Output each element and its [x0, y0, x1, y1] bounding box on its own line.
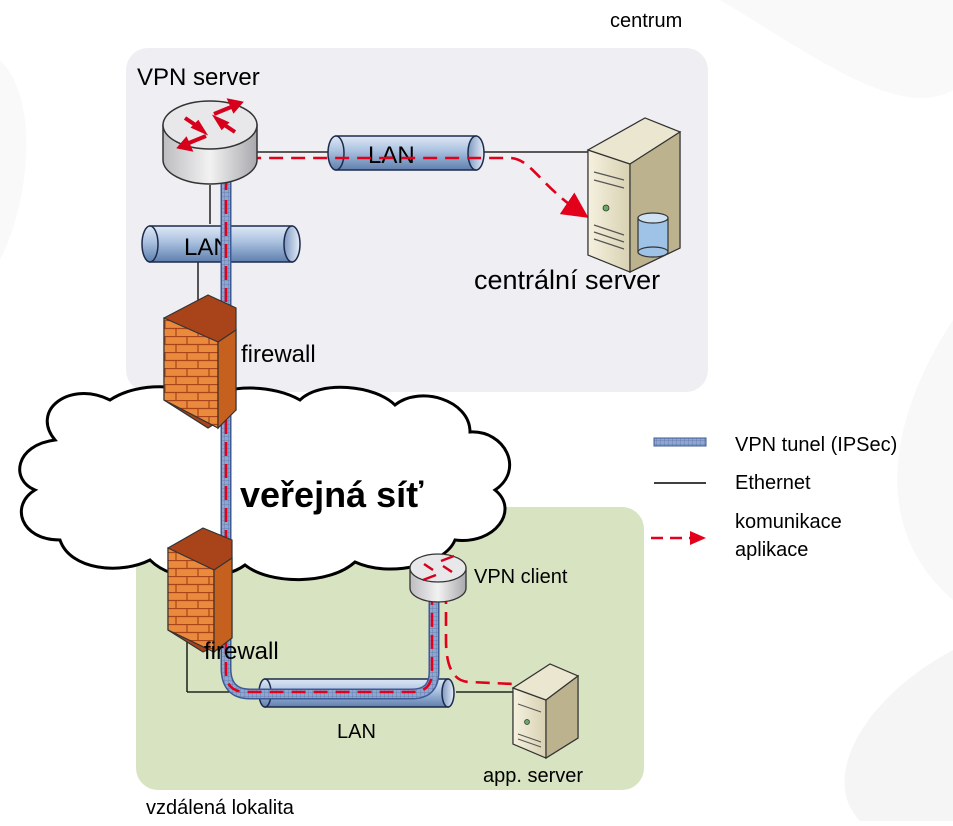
legend: VPN tunel (IPSec) Ethernet komunikace ap… [651, 434, 897, 561]
firewall-bottom-label: firewall [204, 638, 279, 665]
database-icon [637, 212, 669, 258]
remote-zone-label: vzdálená lokalita [146, 797, 295, 819]
legend-app-comm-swatch [651, 531, 706, 545]
legend-app-comm-label-2: aplikace [735, 539, 808, 561]
firewall-top-label: firewall [241, 341, 316, 368]
legend-vpn-tunnel-label: VPN tunel (IPSec) [735, 434, 897, 456]
vpn-server-router [162, 98, 258, 185]
firewall-top-icon [163, 294, 237, 430]
app-server-label: app. server [483, 765, 583, 787]
central-server-icon [586, 117, 682, 273]
firewall-bottom-icon [167, 527, 233, 654]
public-network-label: veřejná síť [240, 474, 424, 515]
legend-app-comm-label-1: komunikace [735, 511, 842, 533]
legend-ethernet-label: Ethernet [735, 472, 811, 494]
vpn-client-label: VPN client [474, 566, 568, 588]
central-server-label: centrální server [474, 265, 660, 295]
app-server-icon [511, 663, 580, 760]
center-zone [126, 48, 708, 392]
lan-top-pipe [327, 135, 485, 171]
vpn-client-router [409, 553, 467, 603]
legend-vpn-tunnel-swatch [653, 437, 707, 447]
public-network-cloud: veřejná síť [18, 385, 512, 582]
center-zone-label: centrum [610, 10, 682, 32]
vpn-server-label: VPN server [137, 64, 260, 91]
lan-top-label: LAN [368, 142, 415, 169]
lan-bottom-label: LAN [337, 721, 376, 743]
